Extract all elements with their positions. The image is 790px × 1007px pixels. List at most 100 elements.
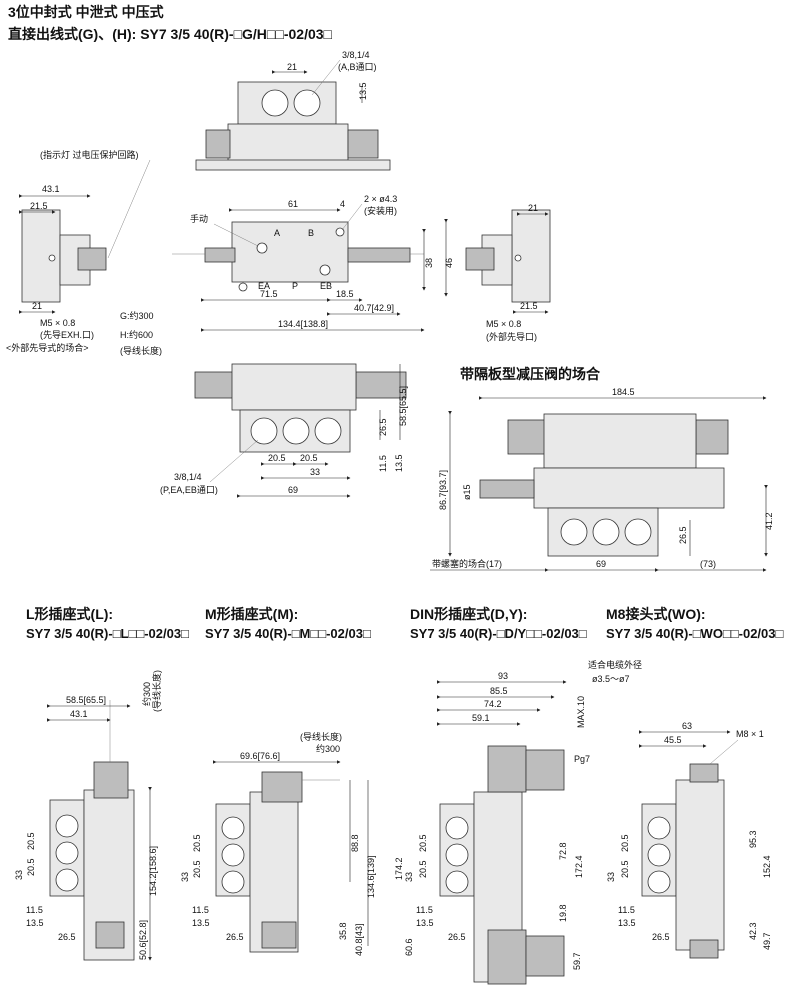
label-pg7: Pg7 bbox=[574, 754, 590, 764]
dim-69-6-m: 69.6[76.6] bbox=[240, 751, 280, 761]
dim-20-5a-l: 20.5 bbox=[26, 832, 36, 850]
label-ea: EA bbox=[258, 281, 270, 291]
dim-18-5: 18.5 bbox=[336, 289, 354, 299]
label-port-p2: (P,EA,EB通口) bbox=[160, 485, 218, 495]
regulator-view: 184.5 86.7[93.7] ø15 41.2 26.5 69 (73) 带… bbox=[430, 387, 774, 572]
dim-38: 38 bbox=[424, 258, 434, 268]
dim-33: 33 bbox=[310, 467, 320, 477]
label-cable-range: ø3.5～ø7 bbox=[592, 674, 630, 684]
dim-15: ø15 bbox=[462, 484, 472, 500]
dim-58-5: 58.5[65.5] bbox=[398, 386, 408, 426]
dim-lead-m: 约300 bbox=[316, 743, 340, 754]
dim-13-5-l: 13.5 bbox=[26, 918, 44, 928]
dim-20-5b-din: 20.5 bbox=[418, 860, 428, 878]
label-ext-pilot-port: (外部先导口) bbox=[486, 331, 537, 342]
label-mount-holes2: (安装用) bbox=[364, 205, 397, 216]
dim-85-5: 85.5 bbox=[490, 686, 508, 696]
dim-13-5-wo: 13.5 bbox=[618, 918, 636, 928]
label-manual: 手动 bbox=[190, 213, 208, 224]
label-lead-len: (导线长度) bbox=[120, 345, 162, 356]
label-eb: EB bbox=[320, 281, 332, 291]
label-p: P bbox=[292, 281, 298, 291]
dim-86-7: 86.7[93.7] bbox=[438, 470, 448, 510]
dim-152-4: 152.4 bbox=[762, 855, 772, 878]
label-lead-len-m: (导线长度) bbox=[300, 731, 342, 742]
label-a: A bbox=[274, 228, 280, 238]
dim-21-top: 21 bbox=[287, 62, 297, 72]
front-view-top: 21 13.5 3/8,1/4 (A,B通口) bbox=[195, 50, 391, 171]
dim-33-wo: 33 bbox=[606, 872, 616, 882]
dim-20-5b-l: 20.5 bbox=[26, 858, 36, 876]
label-port-ab: 3/8,1/4 bbox=[342, 50, 370, 60]
header-line1: 3位中封式 中泄式 中压式 bbox=[8, 4, 164, 20]
dim-20-5b-wo: 20.5 bbox=[620, 860, 630, 878]
variant-l-title: L形插座式(L): bbox=[26, 606, 114, 622]
dim-20-5b: 20.5 bbox=[300, 453, 318, 463]
variant-din-drawing: 93 85.5 74.2 59.1 适合电缆外径 ø3.5～ø7 MAX.10 … bbox=[394, 659, 642, 985]
dim-58-5-l: 58.5[65.5] bbox=[66, 695, 106, 705]
dim-26-5-reg: 26.5 bbox=[678, 526, 688, 544]
dim-72-8: 72.8 bbox=[558, 842, 568, 860]
dim-20-5a-wo: 20.5 bbox=[620, 834, 630, 852]
variant-wo-drawing: 63 45.5 M8 × 1 95.3 152.4 20.5 20.5 33 1… bbox=[606, 721, 772, 959]
dim-69-reg: 69 bbox=[596, 559, 606, 569]
dim-13-5-m: 13.5 bbox=[192, 918, 210, 928]
dim-4: 4 bbox=[340, 199, 345, 209]
dim-61: 61 bbox=[288, 199, 298, 209]
dim-20-5a-din: 20.5 bbox=[418, 834, 428, 852]
dim-20-5b-m: 20.5 bbox=[192, 860, 202, 878]
dim-13-5-din: 13.5 bbox=[416, 918, 434, 928]
dim-45-5: 45.5 bbox=[664, 735, 682, 745]
dim-50-6-l: 50.6[52.8] bbox=[138, 920, 148, 960]
front-view-bottom: 58.5[65.5] 26.5 20.5 20.5 33 11.5 13.5 6… bbox=[160, 363, 408, 498]
right-side-view: 21 21.5 M5 × 0.8 (外部先导口) bbox=[465, 203, 551, 342]
dim-21-5-right: 21.5 bbox=[520, 301, 538, 311]
dim-26-5-din: 26.5 bbox=[448, 932, 466, 942]
dim-11-5-din: 11.5 bbox=[416, 905, 433, 915]
dim-19-8: 19.8 bbox=[558, 904, 568, 922]
dim-154-2-l: 154.2[158.6] bbox=[148, 846, 158, 896]
dim-184-5: 184.5 bbox=[612, 387, 635, 397]
dim-26-5-l: 26.5 bbox=[58, 932, 76, 942]
dim-69: 69 bbox=[288, 485, 298, 495]
label-port-p: 3/8,1/4 bbox=[174, 472, 202, 482]
dim-11-5: 11.5 bbox=[378, 455, 388, 472]
dim-11-5-l: 11.5 bbox=[26, 905, 43, 915]
dim-59-1: 59.1 bbox=[472, 713, 490, 723]
dim-20-5a: 20.5 bbox=[268, 453, 286, 463]
variant-m-drawing: (导线长度) 约300 69.6[76.6] 20.5 20.5 33 88.8… bbox=[180, 731, 376, 956]
label-screw-left: M5 × 0.8 bbox=[40, 318, 75, 328]
dim-21-5-left: 21.5 bbox=[30, 201, 48, 211]
label-m8: M8 × 1 bbox=[736, 729, 764, 739]
left-side-view: 43.1 21.5 21 M5 × 0.8 (先导EXH.口) <外部先导式的场… bbox=[6, 184, 107, 353]
dim-33-m: 33 bbox=[180, 872, 190, 882]
plan-view: EA P EB A B 61 4 2 × ø4.3 (安装用) 手动 71.5 … bbox=[120, 194, 454, 356]
dim-21-right: 21 bbox=[528, 203, 538, 213]
label-pilot-exh: (先导EXH.口) bbox=[40, 329, 94, 340]
variant-din-title: DIN形插座式(D,Y): bbox=[410, 606, 528, 622]
dim-26-5-m: 26.5 bbox=[226, 932, 244, 942]
dim-lead-l: 约300 bbox=[141, 682, 152, 706]
dim-43-1-l: 43.1 bbox=[70, 709, 88, 719]
dim-17: 带螺塞的场合(17) bbox=[432, 558, 502, 569]
label-port-ab2: (A,B通口) bbox=[338, 62, 377, 72]
dim-134-6-m: 134.6[139] bbox=[366, 855, 376, 898]
dim-41-2: 41.2 bbox=[764, 512, 774, 530]
dim-71-5: 71.5 bbox=[260, 289, 278, 299]
label-lead-len-l: (导线长度) bbox=[151, 670, 162, 712]
dim-20-5a-m: 20.5 bbox=[192, 834, 202, 852]
label-lead-h: H:约600 bbox=[120, 329, 153, 340]
dim-43-1: 43.1 bbox=[42, 184, 60, 194]
label-lead-g: G:约300 bbox=[120, 310, 154, 321]
dim-26-5-wo: 26.5 bbox=[652, 932, 670, 942]
header-line2: 直接出线式(G)、(H): SY7 3/5 40(R)-□G/H□□-02/03… bbox=[8, 26, 332, 42]
dim-35-8-m: 35.8 bbox=[338, 922, 348, 940]
dim-21-left: 21 bbox=[32, 301, 42, 311]
dim-172-4: 172.4 bbox=[574, 855, 584, 878]
label-ext-pilot: <外部先导式的场合> bbox=[6, 342, 89, 353]
variant-wo-code: SY7 3/5 40(R)-□WO□□-02/03□ bbox=[606, 626, 784, 641]
dim-49-7: 49.7 bbox=[762, 932, 772, 950]
dim-11-5-wo: 11.5 bbox=[618, 905, 635, 915]
label-screw-right: M5 × 0.8 bbox=[486, 319, 521, 329]
